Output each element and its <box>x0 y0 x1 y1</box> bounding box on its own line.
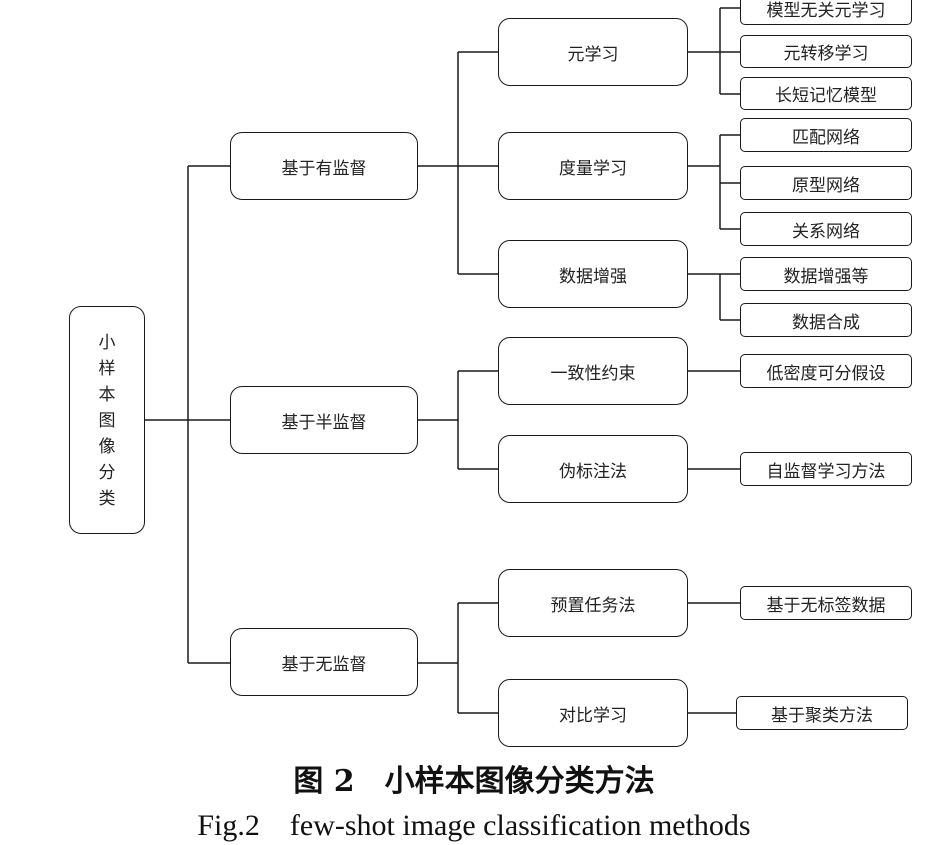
node-unsupervised: 基于无监督 <box>230 628 418 696</box>
root-char: 样 <box>98 359 116 379</box>
node-meta-learning: 元学习 <box>498 18 688 86</box>
leaf-data-augmentation-etc: 数据增强等 <box>740 257 912 291</box>
root-char: 小 <box>98 333 116 353</box>
root-char: 本 <box>98 385 116 405</box>
node-metric-learning: 度量学习 <box>498 132 688 200</box>
node-consistency-constraint: 一致性约束 <box>498 337 688 405</box>
figure-caption-english: Fig.2 few-shot image classification meth… <box>197 809 751 842</box>
leaf-unlabeled-data: 基于无标签数据 <box>740 586 912 620</box>
figure-caption-chinese: 图 2 小样本图像分类方法 <box>293 764 655 799</box>
leaf-data-synthesis: 数据合成 <box>740 303 912 337</box>
leaf-lstm: 长短记忆模型 <box>740 77 912 110</box>
leaf-relation-network: 关系网络 <box>740 212 912 246</box>
node-semi-supervised: 基于半监督 <box>230 386 418 454</box>
leaf-low-density-separation: 低密度可分假设 <box>740 354 912 388</box>
root-char: 分 <box>98 463 116 483</box>
leaf-matching-network: 匹配网络 <box>740 118 912 152</box>
node-pretext-task: 预置任务法 <box>498 569 688 637</box>
leaf-clustering-method: 基于聚类方法 <box>736 696 908 730</box>
node-pseudo-labeling: 伪标注法 <box>498 435 688 503</box>
classification-tree-diagram: 小 样 本 图 像 分 类 基于有监督 基于半监督 基于无监督 元学习 度量学习… <box>69 0 912 747</box>
root-char: 类 <box>98 489 116 509</box>
leaf-meta-transfer: 元转移学习 <box>740 35 912 68</box>
root-node: 小 样 本 图 像 分 类 <box>69 306 145 534</box>
connector-lines <box>145 7 740 714</box>
leaf-prototypical-network: 原型网络 <box>740 166 912 200</box>
leaf-maml: 模型无关元学习 <box>740 0 912 25</box>
node-supervised: 基于有监督 <box>230 132 418 200</box>
leaf-self-supervised-method: 自监督学习方法 <box>740 452 912 486</box>
node-data-augmentation: 数据增强 <box>498 240 688 308</box>
root-char: 图 <box>98 411 116 431</box>
root-char: 像 <box>98 437 116 457</box>
node-contrastive-learning: 对比学习 <box>498 679 688 747</box>
